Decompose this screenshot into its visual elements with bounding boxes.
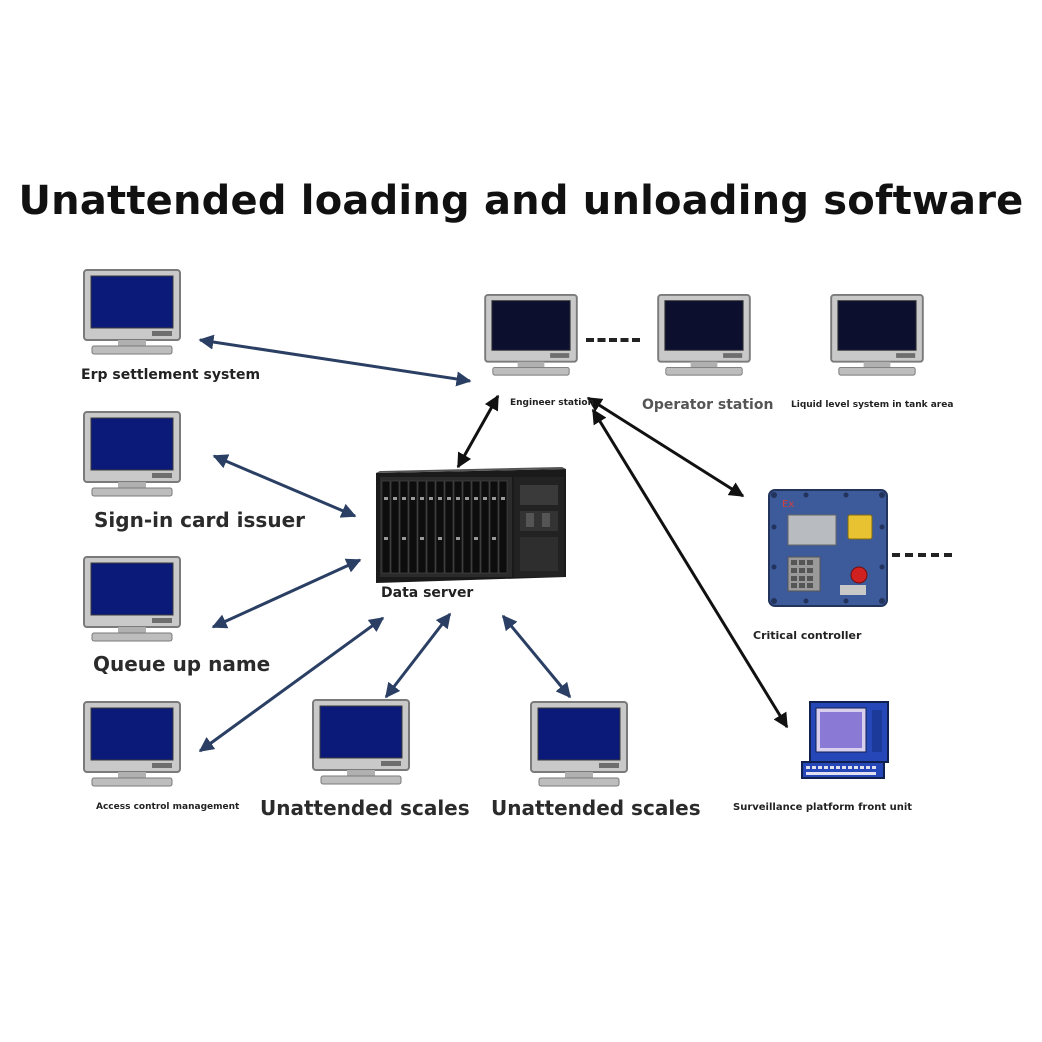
- arrow-signin-server: [212, 454, 357, 518]
- label-surveillance-platform-front-unit: Surveillance platform front unit: [733, 802, 913, 813]
- monitor-icon: [83, 701, 181, 787]
- arrow-scale1-server: [384, 612, 452, 699]
- monitor-icon: [83, 556, 181, 642]
- label-unattended-scales-2: Unattended scales: [491, 796, 701, 820]
- monitor-icon: [83, 411, 181, 497]
- label-erp-settlement-system: Erp settlement system: [81, 367, 261, 383]
- arrow-erp-engineer: [198, 334, 472, 387]
- label-queue-up-name: Queue up name: [93, 652, 271, 676]
- label-engineer-station: Engineer station: [510, 398, 594, 408]
- label-access-control-management: Access control management: [96, 802, 240, 812]
- diagram-title: Unattended loading and unloading softwar…: [18, 178, 1024, 224]
- explosion-proof-controller-icon: Ex: [768, 489, 888, 607]
- label-unattended-scales-1: Unattended scales: [260, 796, 470, 820]
- monitor-icon: [83, 269, 181, 355]
- label-operator-station: Operator station: [642, 397, 774, 413]
- monitor-icon: [657, 293, 751, 376]
- dotted-link-controller-more: [892, 553, 952, 557]
- arrow-engineer-surveillance: [591, 408, 789, 729]
- label-critical-controller: Critical controller: [753, 629, 862, 642]
- label-sign-in-card-issuer: Sign-in card issuer: [94, 508, 305, 532]
- monitor-icon: [530, 701, 628, 787]
- retro-computer-icon: [801, 701, 889, 779]
- monitor-icon: [484, 293, 578, 376]
- arrow-access-server: [198, 616, 385, 753]
- monitor-icon: [830, 293, 924, 376]
- svg-text:Ex: Ex: [782, 499, 794, 510]
- label-data-server: Data server: [381, 585, 474, 601]
- server-rack-icon: [376, 467, 566, 583]
- label-liquid-level-system: Liquid level system in tank area: [791, 400, 954, 410]
- arrow-server-engineer: [456, 394, 500, 469]
- arrow-queue-server: [211, 558, 362, 629]
- monitor-icon: [312, 699, 410, 785]
- dotted-link-engineer-operator: [586, 338, 640, 342]
- arrow-scale2-server: [501, 614, 572, 699]
